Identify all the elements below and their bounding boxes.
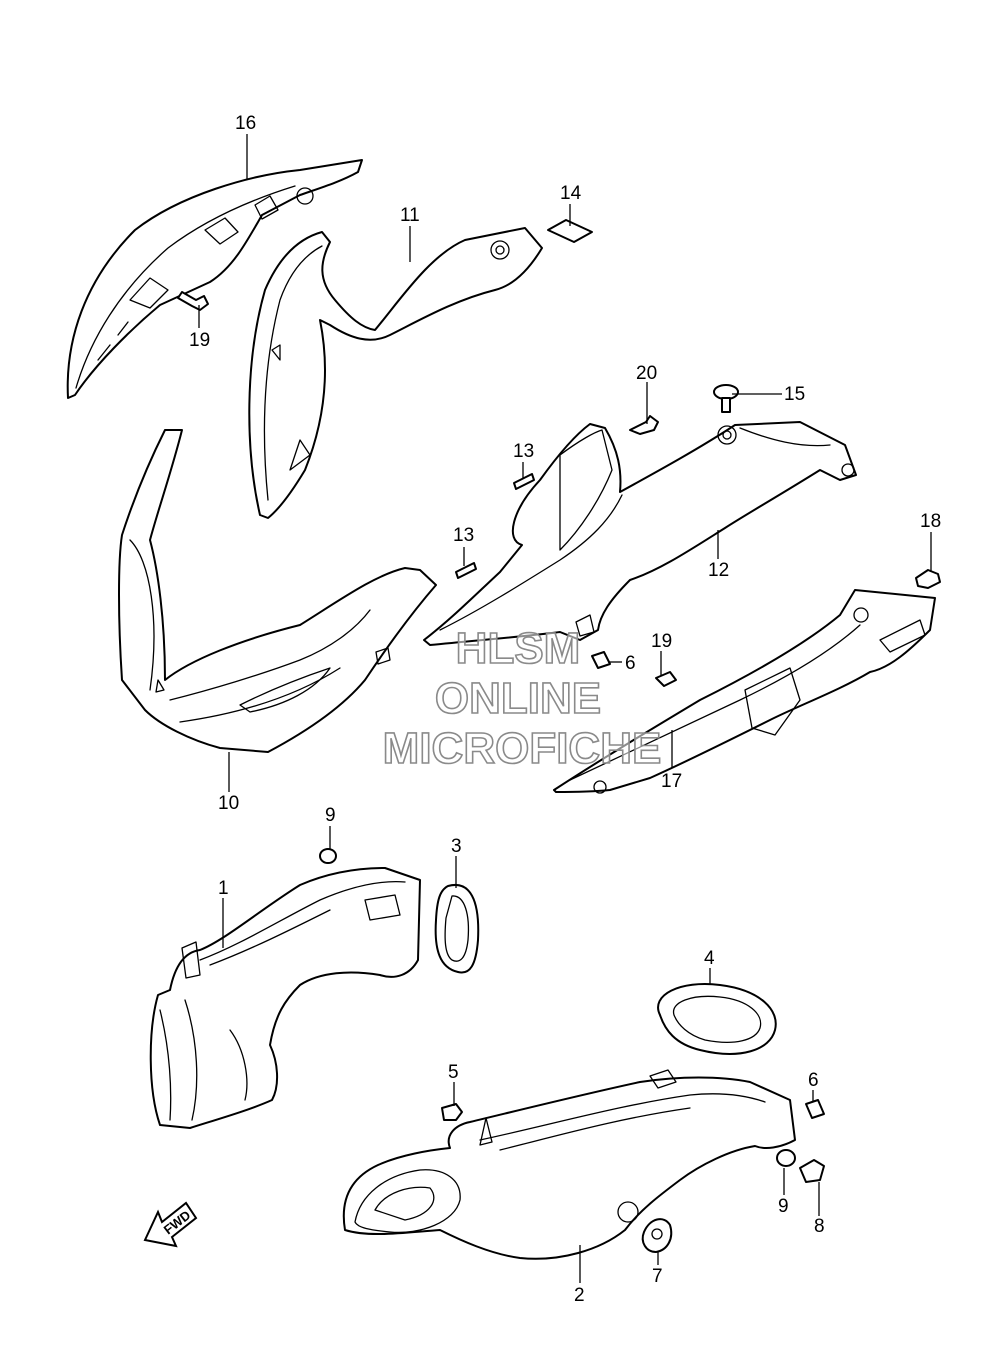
part-9-grommet-lower (776, 1149, 796, 1167)
part-9-grommet-upper (319, 848, 337, 864)
part-5-clip (441, 1103, 463, 1121)
part-1-air-duct-left (149, 867, 421, 1129)
callout-16: 16 (235, 113, 256, 134)
part-14-sticker (547, 219, 593, 243)
part-16-upper-cowl (66, 159, 363, 399)
callout-2: 2 (574, 1285, 585, 1306)
callout-19-upper: 19 (189, 330, 210, 351)
part-13-label-a (513, 473, 535, 490)
part-4-oval-seal (657, 983, 777, 1055)
watermark-line-1: HLSM (456, 624, 581, 673)
part-20-screw (629, 415, 659, 435)
callout-7: 7 (652, 1266, 663, 1287)
part-6-nut-lower (805, 1099, 825, 1119)
callout-11: 11 (400, 205, 420, 226)
part-15-rivet (713, 384, 739, 413)
fwd-arrow: FWD (143, 1201, 198, 1248)
watermark-line-3: MICROFICHE (383, 724, 662, 773)
part-17-lower-panel (553, 589, 936, 794)
part-18-bolt (915, 569, 941, 589)
callout-6-lower: 6 (808, 1070, 819, 1091)
watermark: HLSM ONLINE MICROFICHE (382, 623, 662, 774)
part-19-screw-lower (655, 671, 677, 687)
part-3-seal (434, 883, 480, 974)
part-8-bolt (799, 1159, 825, 1183)
callout-18: 18 (920, 511, 941, 532)
part-10-lower-cowl (118, 429, 437, 753)
leader-lines (198, 134, 932, 1283)
callout-12: 12 (708, 560, 729, 581)
callout-19-lower: 19 (651, 631, 672, 652)
callout-10: 10 (218, 793, 239, 814)
callout-14: 14 (560, 183, 582, 204)
callout-20: 20 (636, 363, 657, 384)
callout-4: 4 (704, 948, 715, 969)
callouts: 16 11 14 19 20 15 13 13 12 18 6 19 17 10… (189, 113, 941, 1306)
part-6-nut-upper (591, 651, 611, 669)
callout-3: 3 (451, 836, 462, 857)
callout-9-lower: 9 (778, 1196, 789, 1217)
callout-5: 5 (448, 1062, 459, 1083)
callout-1: 1 (218, 878, 229, 899)
part-13-label-b (455, 562, 477, 579)
callout-17: 17 (661, 771, 682, 792)
callout-13-upper: 13 (513, 441, 534, 462)
part-7-grommet (641, 1218, 673, 1253)
callout-13-lower: 13 (453, 525, 474, 546)
part-19-screw-upper (177, 291, 209, 311)
callout-9-upper: 9 (325, 805, 336, 826)
callout-15: 15 (784, 384, 805, 405)
callout-8: 8 (814, 1216, 825, 1237)
part-2-air-duct-right (342, 1069, 796, 1260)
part-12-side-panel (423, 421, 857, 646)
watermark-line-2: ONLINE (435, 674, 601, 723)
callout-6-upper: 6 (625, 653, 636, 674)
part-11-inner-panel (248, 227, 543, 519)
